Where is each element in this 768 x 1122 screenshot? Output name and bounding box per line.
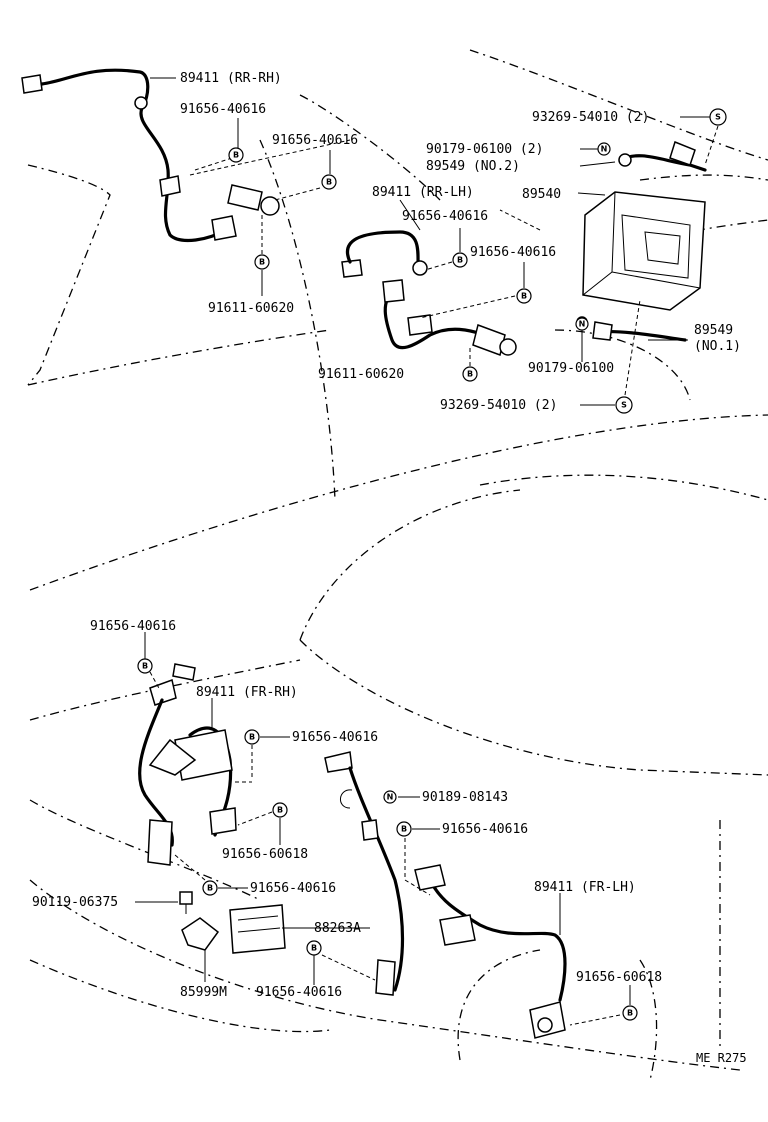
svg-text:N: N: [387, 793, 394, 802]
svg-text:B: B: [326, 178, 332, 187]
fr-lh-sensor-part[interactable]: [324, 751, 567, 1039]
label-fr-lh-sensor[interactable]: 89411 (FR-LH): [534, 880, 636, 895]
symbol-markers: B B B B B B S N N S B B B N B B B B: [137, 108, 727, 1021]
nut-marker: N: [597, 142, 611, 156]
label-nut-top[interactable]: 90179-06100 (2): [426, 142, 543, 157]
svg-text:B: B: [249, 733, 255, 742]
bolt-marker: B: [272, 802, 288, 818]
fr-rh-sensor-part[interactable]: [138, 663, 237, 866]
label-fr-lh-bolt-a[interactable]: 91656-40616: [442, 822, 528, 837]
svg-text:B: B: [401, 825, 407, 834]
bolt-left-part[interactable]: [179, 891, 193, 914]
bolt-marker: B: [622, 1005, 638, 1021]
svg-text:B: B: [627, 1009, 633, 1018]
leader-lines: [135, 77, 719, 1026]
label-fr-lh-bolt-b[interactable]: 91656-60618: [576, 970, 662, 985]
svg-text:N: N: [601, 145, 608, 154]
label-rr-rh-bolt-a[interactable]: 91656-40616: [180, 102, 266, 117]
bracket-part[interactable]: [181, 917, 220, 951]
relay-part[interactable]: [229, 904, 286, 954]
label-rr-lh-bolt-a[interactable]: 91656-40616: [402, 209, 488, 224]
label-relay[interactable]: 88263A: [314, 921, 361, 936]
label-clip[interactable]: 90189-08143: [422, 790, 508, 805]
label-rr-rh-sensor[interactable]: 89411 (RR-RH): [180, 71, 282, 86]
sensor-no1-part[interactable]: [576, 316, 687, 342]
svg-text:B: B: [457, 256, 463, 265]
label-rr-lh-bolt-b[interactable]: 91656-40616: [470, 245, 556, 260]
svg-text:S: S: [621, 401, 627, 410]
svg-text:B: B: [521, 292, 527, 301]
label-rr-rh-bolt-b[interactable]: 91656-40616: [272, 133, 358, 148]
label-screw-mid[interactable]: 93269-54010 (2): [440, 398, 557, 413]
label-sensor-no2[interactable]: 89549 (NO.2): [426, 159, 520, 174]
vehicle-body-outline: [27, 49, 768, 1081]
ecu-box[interactable]: [582, 191, 706, 311]
svg-text:B: B: [207, 884, 213, 893]
label-fr-rh-bolt-top[interactable]: 91656-40616: [90, 619, 176, 634]
part-labels: 89411 (RR-RH) 91656-40616 91656-40616 91…: [32, 71, 747, 1065]
bolt-marker: B: [254, 254, 270, 270]
label-screw-top[interactable]: 93269-54010 (2): [532, 110, 649, 125]
label-rr-lh-bolt-c[interactable]: 91611-60620: [318, 367, 404, 382]
bolt-marker: B: [202, 880, 218, 896]
svg-text:B: B: [233, 151, 239, 160]
label-sensor-no1-suffix: (NO.1): [694, 339, 741, 354]
bolt-marker: B: [306, 940, 322, 956]
label-rr-rh-bolt-c[interactable]: 91611-60620: [208, 301, 294, 316]
label-sensor-no1[interactable]: 89549: [694, 323, 733, 338]
bolt-marker: B: [244, 729, 260, 745]
bolt-marker: B: [452, 252, 468, 268]
nut-marker: N: [383, 790, 397, 804]
drawing-code: ME R275: [696, 1051, 747, 1065]
label-fr-rh-bolt-b[interactable]: 91656-60618: [222, 847, 308, 862]
bolt-marker: B: [516, 288, 532, 304]
label-fr-bolt-bottom[interactable]: 91656-40616: [256, 985, 342, 1000]
rr-rh-sensor-part[interactable]: [21, 68, 280, 243]
rr-lh-sensor-part[interactable]: [341, 230, 517, 356]
svg-text:N: N: [579, 320, 586, 329]
svg-text:B: B: [277, 806, 283, 815]
label-fr-bolt-low[interactable]: 91656-40616: [250, 881, 336, 896]
label-nut-mid[interactable]: 90179-06100: [528, 361, 614, 376]
sensor-no2-part[interactable]: [618, 141, 707, 172]
label-bolt-left[interactable]: 90119-06375: [32, 895, 118, 910]
screw-marker: S: [709, 108, 727, 126]
svg-text:S: S: [715, 113, 721, 122]
label-fr-rh-bolt-a[interactable]: 91656-40616: [292, 730, 378, 745]
svg-text:B: B: [142, 662, 148, 671]
screw-marker: S: [615, 396, 633, 414]
svg-text:B: B: [259, 258, 265, 267]
label-fr-rh-sensor[interactable]: 89411 (FR-RH): [196, 685, 298, 700]
nut-marker: N: [575, 317, 589, 331]
label-bracket[interactable]: 85999M: [180, 985, 227, 1000]
svg-text:B: B: [467, 370, 473, 379]
bolt-marker: B: [462, 366, 478, 382]
bolt-marker: B: [228, 147, 244, 163]
bolt-marker: B: [321, 174, 337, 190]
clip-part[interactable]: [340, 789, 353, 809]
label-rr-lh-sensor[interactable]: 89411 (RR-LH): [372, 185, 474, 200]
bolt-marker: B: [137, 658, 153, 674]
svg-text:B: B: [311, 944, 317, 953]
label-ecu[interactable]: 89540: [522, 187, 561, 202]
bolt-marker: B: [396, 821, 412, 837]
